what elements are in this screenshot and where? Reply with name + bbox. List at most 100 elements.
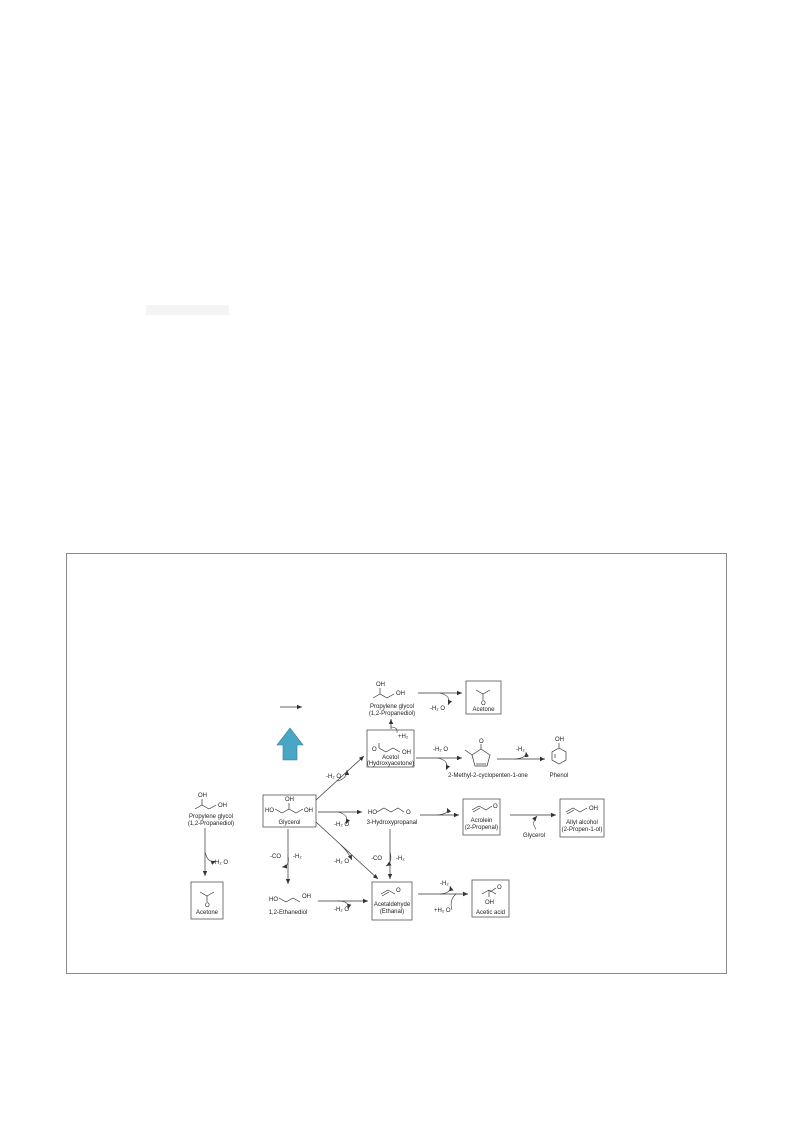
cond-hp-acetaldehyde-co: -CO	[371, 856, 382, 862]
pg-left-atom-oh-1: OH	[198, 793, 207, 799]
curl-acetaldehyde-acetic-bottom	[450, 893, 457, 911]
acetic-acid-box	[471, 879, 510, 918]
ethanediol-structure: HO OH	[269, 894, 311, 903]
arrow-glycerol-to-acetaldehyde	[315, 821, 379, 880]
hydroxypropanal-label: 3-Hydroxypropanal	[367, 820, 418, 826]
curl-glycerol-reagent	[532, 815, 538, 830]
mcp-atom-o: O	[479, 739, 484, 745]
acetone-top-label: Acetone	[472, 707, 495, 713]
cond-glycerol-ed-h2: -H₂	[293, 854, 302, 860]
acetol-box	[366, 729, 415, 768]
acetol-atom-o: O	[372, 747, 377, 753]
ed-atom-oh: OH	[302, 894, 311, 900]
acrolein-structure: O	[471, 804, 498, 813]
big-up-arrow	[276, 727, 304, 761]
acrolein-label-2: (2-Propenal)	[465, 825, 498, 831]
acetaldehyde-label-1: Acetaldehyde	[374, 902, 411, 908]
propylene-glycol-left-label-1: Propylene glycol	[189, 814, 233, 820]
acetone-top-structure: O	[475, 689, 491, 707]
acetol-label-2: (Hydroxyacetone)	[367, 761, 414, 767]
propylene-glycol-top-label-1: Propylene glycol	[370, 704, 414, 710]
curl-acetol-mcp	[437, 757, 451, 771]
acetol-structure: O OH	[372, 743, 411, 756]
acetone-left-atom-o: O	[205, 903, 210, 909]
cond-glycerol-acetol: -H₂ O	[326, 774, 341, 780]
methylcyclopentenone-label: 2-Methyl-2-cyclopenten-1-one	[448, 773, 528, 779]
curl-glycerol-acetaldehyde	[340, 844, 353, 861]
acetaldehyde-atom-o: O	[396, 888, 401, 894]
cond-pg-acetone-top: -H₂ O	[430, 706, 445, 712]
pg-left-atom-oh-2: OH	[218, 803, 227, 809]
curl-acetaldehyde-acetic-top	[439, 885, 454, 895]
glycerol-atom-ho: HO	[265, 808, 274, 814]
figure-frame	[66, 553, 727, 974]
glycerol-structure: HO OH OH	[265, 797, 313, 814]
curl-pg-acetone-top	[439, 692, 453, 706]
acetic-acid-label: Acetic acid	[476, 910, 505, 916]
ed-atom-ho: HO	[269, 897, 278, 903]
cond-glycerol-acetaldehyde: -H₂ O	[334, 859, 349, 865]
propylene-glycol-left-label-2: (1,2-Propanediol)	[188, 821, 234, 827]
acetic-acid-structure: O OH	[481, 885, 502, 906]
acetaldehyde-label-2: (Ethanal)	[380, 909, 404, 915]
propylene-glycol-top-label-2: (1,2-Propanediol)	[369, 711, 415, 717]
pg-top-atom-oh-1: OH	[376, 682, 385, 688]
cond-acetol-pg-top: +H₂	[398, 734, 409, 740]
curl-glycerol-acetol	[336, 769, 350, 782]
cond-ed-acetaldehyde: -H₂ O	[334, 907, 349, 913]
propylene-glycol-left-structure: OH OH	[194, 793, 227, 810]
cond-glycerol-hp: -H₂ O	[334, 822, 349, 828]
acrolein-box	[462, 798, 501, 836]
propylene-glycol-top-structure: OH OH	[372, 682, 405, 699]
ethanediol-label: 1,2-Ethanediol	[269, 910, 308, 916]
acetic-atom-oh: OH	[485, 900, 494, 906]
glycerol-reagent-label: Glycerol	[523, 833, 545, 839]
cond-hp-acetaldehyde-h2: -H₂	[396, 856, 405, 862]
hydroxypropanal-structure: HO O	[368, 807, 411, 816]
blank-strip	[146, 305, 229, 315]
phenol-atom-oh: OH	[555, 737, 564, 743]
pg-top-atom-oh-2: OH	[396, 691, 405, 697]
acetic-atom-o: O	[497, 885, 502, 891]
curl-ed-acetaldehyde	[337, 900, 352, 910]
acetaldehyde-box	[371, 881, 413, 921]
allyl-alcohol-structure: OH	[565, 806, 598, 815]
curl-glycerol-hp	[337, 811, 351, 825]
cond-acetaldehyde-acetic-h2o: +H₂ O	[434, 908, 451, 914]
allyl-atom-oh: OH	[589, 806, 598, 812]
curl-acetol-pg-top	[390, 726, 398, 734]
cond-acetol-mcp: -H₂ O	[433, 747, 448, 753]
cond-pg-left-acetone: -H₂ O	[213, 860, 228, 866]
acetol-atom-oh: OH	[402, 750, 411, 756]
acetol-label-1: Acetol	[382, 755, 399, 761]
phenol-structure: OH	[551, 737, 567, 765]
hp-atom-o: O	[406, 810, 411, 816]
hp-atom-ho: HO	[368, 810, 377, 816]
acrolein-label-1: Acrolein	[471, 818, 493, 824]
allyl-alcohol-label-2: (2-Propen-1-ol)	[562, 827, 603, 833]
glycerol-box	[262, 794, 317, 828]
glycerol-atom-oh-top: OH	[285, 797, 294, 803]
curl-pg-left-acetone	[204, 851, 217, 865]
acetone-left-structure: O	[199, 891, 215, 909]
acetone-left-label: Acetone	[196, 910, 219, 916]
allyl-alcohol-box	[559, 798, 605, 838]
phenol-label: Phenol	[550, 773, 569, 779]
acetaldehyde-structure: O	[380, 888, 401, 897]
cond-glycerol-ed-co: -CO	[270, 854, 281, 860]
acetone-top-atom-o: O	[481, 701, 486, 707]
glycerol-label: Glycerol	[278, 820, 300, 826]
methylcyclopentenone-structure: O	[464, 739, 491, 767]
curl-hp-acetaldehyde	[385, 851, 392, 867]
acetone-left-box	[190, 881, 224, 920]
curl-glycerol-ed	[281, 856, 289, 869]
curl-hp-acrolein	[436, 807, 452, 816]
cond-acetaldehyde-acetic-h2: -H₂	[440, 881, 449, 887]
cond-mcp-phenol: -H₂	[516, 747, 525, 753]
allyl-alcohol-label-1: Allyl alcohol	[566, 820, 598, 826]
curl-mcp-phenol	[514, 751, 529, 760]
acrolein-atom-o: O	[493, 804, 498, 810]
arrow-glycerol-to-acetol	[315, 755, 365, 801]
acetone-top-box	[465, 680, 502, 715]
